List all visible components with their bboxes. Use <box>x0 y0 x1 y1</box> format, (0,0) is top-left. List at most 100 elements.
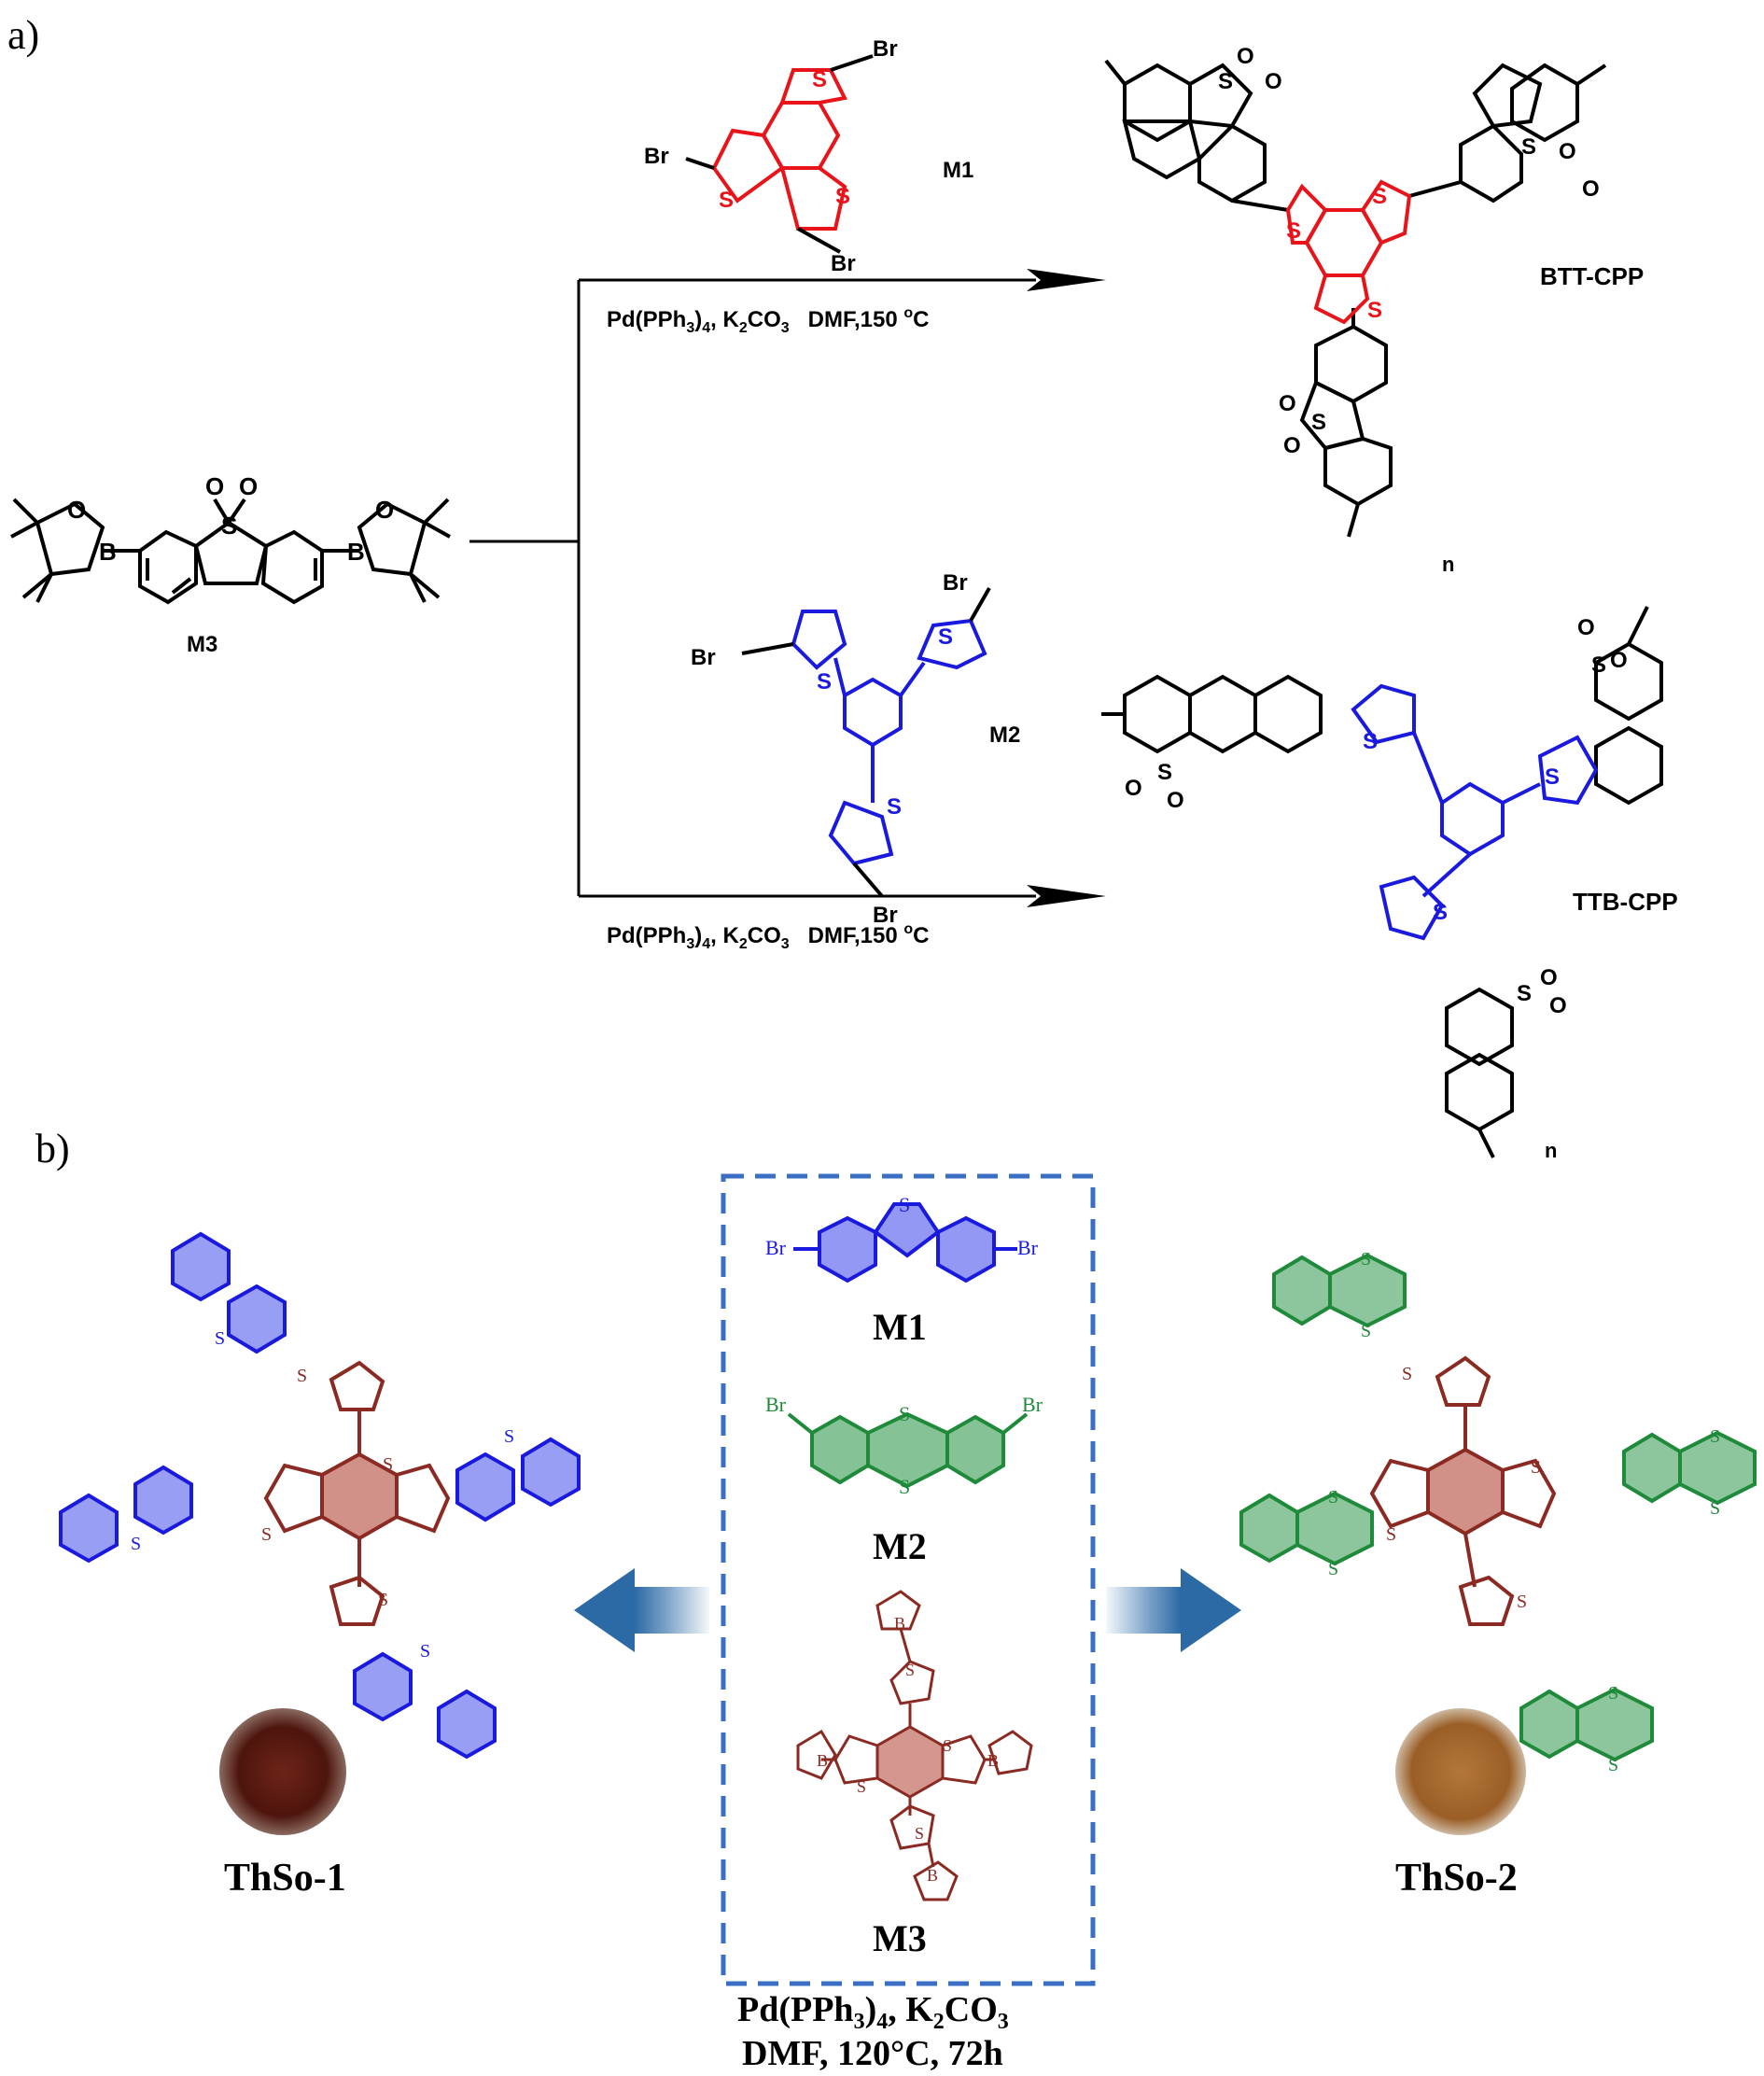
btt-cpp-n: n <box>1442 553 1454 576</box>
svg-text:Br: Br <box>691 645 716 670</box>
thso2-structure <box>1239 1253 1757 1762</box>
svg-text:S: S <box>1608 1683 1618 1704</box>
thso1-powder-image <box>219 1708 346 1835</box>
svg-text:S: S <box>221 512 237 540</box>
btt-cpp-structure <box>1104 59 1607 538</box>
b-m3-atom-labels: S S S S B B B B <box>817 1614 999 1885</box>
svg-text:Br: Br <box>1017 1236 1039 1259</box>
svg-text:S: S <box>905 1661 915 1679</box>
btt-cpp-label: BTT-CPP <box>1540 262 1644 290</box>
svg-text:O: O <box>1237 44 1254 69</box>
svg-text:O: O <box>67 496 86 524</box>
ttb-cpp-label: TTB-CPP <box>1573 888 1678 916</box>
svg-text:S: S <box>297 1366 307 1386</box>
svg-text:S: S <box>938 624 953 650</box>
svg-text:S: S <box>1286 218 1301 244</box>
b-m1-structure <box>793 1202 1017 1283</box>
svg-text:S: S <box>1311 410 1326 435</box>
thso2-label: ThSo-2 <box>1395 1857 1518 1900</box>
svg-text:B: B <box>99 538 117 566</box>
svg-text:S: S <box>835 184 850 209</box>
svg-text:B: B <box>817 1751 828 1770</box>
svg-text:S: S <box>1218 69 1233 94</box>
svg-text:Br: Br <box>765 1236 787 1259</box>
arrow-left-to-thso1 <box>574 1568 709 1652</box>
svg-text:S: S <box>131 1534 141 1554</box>
m3-atom-labels: S B B O O O O <box>67 472 394 566</box>
svg-text:S: S <box>1363 729 1378 754</box>
m2-label: M2 <box>989 722 1020 748</box>
panel-a-label: a) <box>7 12 39 58</box>
svg-text:S: S <box>378 1590 388 1610</box>
arrow-top <box>1027 269 1106 291</box>
svg-text:S: S <box>719 188 734 213</box>
svg-text:S: S <box>1328 1487 1338 1508</box>
svg-text:Br: Br <box>1022 1393 1043 1416</box>
svg-text:S: S <box>383 1454 393 1475</box>
svg-text:O: O <box>205 472 224 500</box>
m1-structure <box>685 54 874 254</box>
svg-text:S: S <box>1367 298 1382 323</box>
svg-text:B: B <box>894 1614 905 1633</box>
thso2-powder-image <box>1395 1708 1526 1835</box>
svg-text:O: O <box>1549 993 1567 1018</box>
m2-structure <box>741 587 991 898</box>
svg-text:S: S <box>1710 1426 1720 1447</box>
arrow-right-to-thso2 <box>1106 1568 1241 1652</box>
svg-text:Br: Br <box>943 570 968 596</box>
svg-text:O: O <box>1125 776 1142 801</box>
svg-text:B: B <box>347 538 365 566</box>
svg-text:O: O <box>1582 176 1600 202</box>
svg-text:S: S <box>1531 1457 1541 1478</box>
svg-text:S: S <box>1361 1321 1371 1341</box>
svg-text:O: O <box>1540 965 1558 990</box>
svg-text:S: S <box>943 1736 952 1755</box>
svg-text:S: S <box>899 1475 910 1498</box>
svg-text:S: S <box>420 1641 430 1662</box>
svg-text:S: S <box>1545 764 1560 790</box>
thso2-atom-labels: SS SS SS SS S S S S <box>1328 1249 1720 1775</box>
svg-text:S: S <box>1591 652 1606 678</box>
svg-text:O: O <box>1610 648 1628 673</box>
b-m3-label: M3 <box>873 1917 927 1959</box>
svg-text:S: S <box>1361 1249 1371 1269</box>
thso1-label: ThSo-1 <box>224 1857 346 1900</box>
svg-text:S: S <box>817 669 832 694</box>
svg-text:S: S <box>857 1777 866 1796</box>
svg-text:S: S <box>215 1328 225 1349</box>
svg-text:O: O <box>1559 139 1576 164</box>
svg-text:S: S <box>1710 1498 1720 1519</box>
svg-text:B: B <box>987 1751 999 1770</box>
svg-text:S: S <box>915 1824 924 1843</box>
b-conditions-line1: Pd(PPh3)4, K2CO3 <box>737 1990 1009 2034</box>
arrow-bottom <box>1027 885 1106 907</box>
m2-atom-labels: S S S Br Br Br <box>691 570 968 928</box>
svg-text:S: S <box>261 1524 272 1545</box>
svg-text:S: S <box>1386 1524 1396 1545</box>
b-conditions-line2: DMF, 120°C, 72h <box>742 2034 1003 2073</box>
svg-text:S: S <box>504 1426 514 1447</box>
panel-b-label: b) <box>35 1126 70 1171</box>
svg-text:Br: Br <box>873 903 898 928</box>
m1-atom-labels: S S S Br Br Br <box>644 36 898 276</box>
svg-text:O: O <box>1265 69 1282 94</box>
ttb-cpp-n: n <box>1545 1139 1557 1162</box>
thso1-structure <box>59 1231 581 1760</box>
svg-text:S: S <box>899 1193 910 1216</box>
svg-text:S: S <box>887 794 902 820</box>
svg-text:Br: Br <box>831 251 856 276</box>
svg-text:Br: Br <box>765 1393 787 1416</box>
svg-text:S: S <box>1608 1755 1618 1775</box>
svg-text:O: O <box>1279 391 1296 416</box>
m1-label: M1 <box>943 158 973 183</box>
svg-text:B: B <box>927 1866 938 1885</box>
svg-text:S: S <box>1517 1592 1527 1612</box>
svg-text:S: S <box>1157 760 1172 785</box>
svg-text:S: S <box>1372 184 1387 209</box>
thso1-atom-labels: S S S S S S S S <box>131 1328 514 1662</box>
m3-structure <box>10 498 451 605</box>
b-m2-structure <box>787 1411 1029 1489</box>
svg-text:Br: Br <box>644 144 669 169</box>
